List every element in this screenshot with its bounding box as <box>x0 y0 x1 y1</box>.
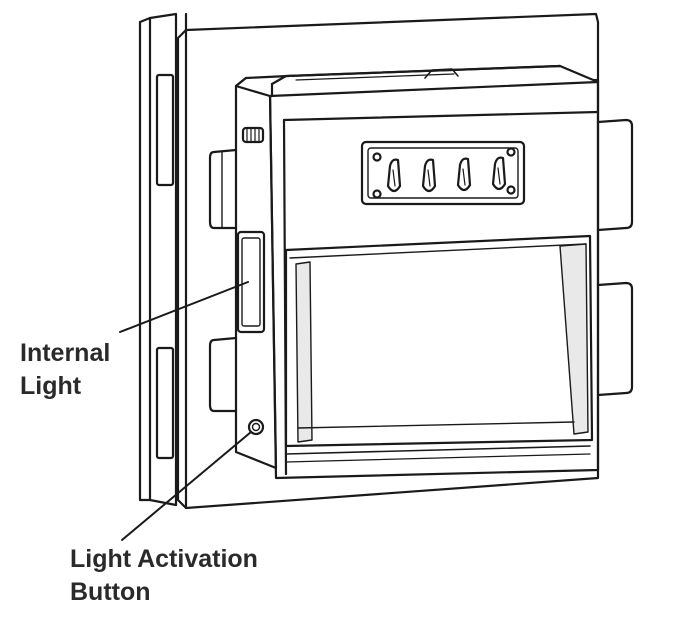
callout-light-activation-button-line2: Button <box>70 578 151 606</box>
callout-internal-light-line2: Light <box>20 372 82 400</box>
right-mount-tab-upper <box>596 118 634 232</box>
callout-internal-light-line1: Internal <box>20 339 111 367</box>
adjustment-knob <box>241 126 265 144</box>
callout-light-activation-button: Light Activation Button <box>70 543 258 609</box>
hook-1 <box>386 158 402 193</box>
callout-internal-light: Internal Light <box>20 337 110 403</box>
leader-internal-light <box>119 281 249 333</box>
hook-4 <box>491 156 507 191</box>
leader-light-activation-button <box>121 431 252 541</box>
housing-front <box>268 78 600 480</box>
hook-2 <box>421 158 437 193</box>
hook-3 <box>456 157 472 192</box>
callout-light-activation-button-line1: Light Activation <box>70 545 258 573</box>
hinge-panel <box>138 12 188 507</box>
left-mount-tab-lower <box>208 336 238 413</box>
housing-top-lid <box>234 64 600 98</box>
left-mount-tab-upper <box>208 148 238 230</box>
door-window <box>284 234 594 463</box>
light-activation-button[interactable] <box>247 418 265 436</box>
right-mount-tab-lower <box>596 281 634 397</box>
hook-bar <box>360 140 526 206</box>
internal-light <box>236 230 266 334</box>
